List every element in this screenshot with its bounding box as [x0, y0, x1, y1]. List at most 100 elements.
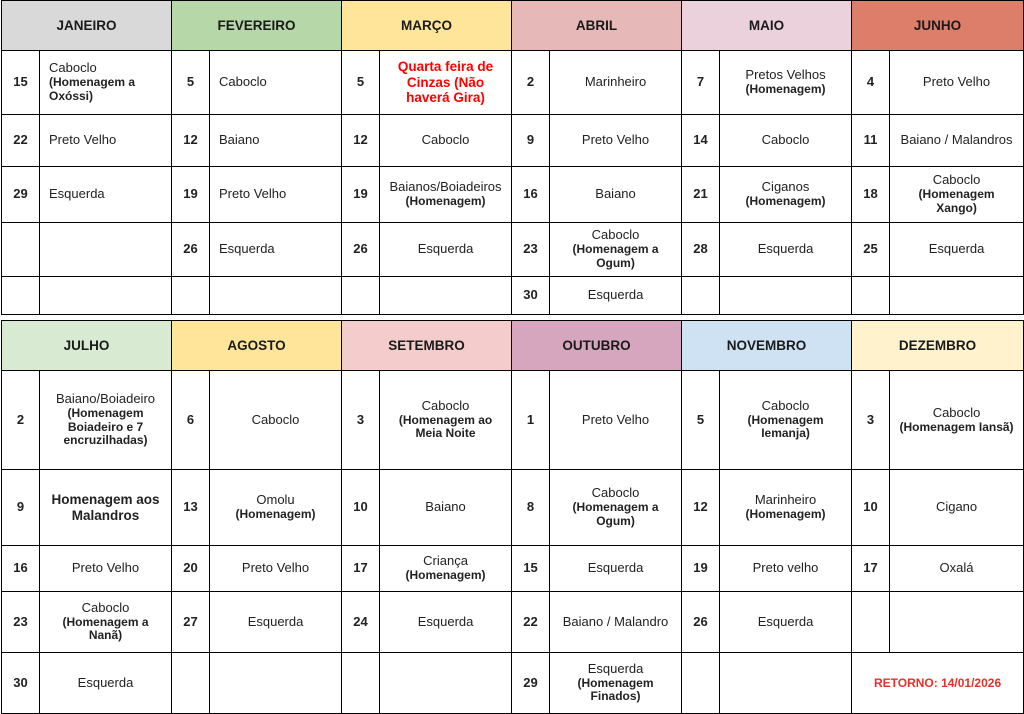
event-name: Baiano [595, 186, 636, 202]
event-cell: Esquerda [549, 276, 683, 315]
month-header: FEVEREIRO [171, 0, 343, 51]
day-number: 29 [1, 166, 40, 223]
day-number: 1 [511, 370, 551, 470]
day-number: 12 [341, 114, 381, 167]
event-note: encruzilhadas) [63, 433, 148, 448]
day-number [341, 652, 381, 714]
event-name: Esquerda [219, 241, 275, 257]
day-number: 3 [341, 370, 381, 470]
event-name: Pretos Velhos [745, 67, 826, 83]
day-number: 22 [511, 591, 551, 653]
event-name: Homenagem aos [51, 491, 160, 507]
event-cell: Esquerda [38, 166, 173, 223]
return-date-label: RETORNO: 14/01/2026 [873, 675, 1002, 690]
event-name: Caboclo [591, 485, 640, 501]
event-name: haverá Gira) [406, 90, 485, 106]
day-number: 17 [851, 545, 891, 592]
event-note: Ogum) [596, 513, 635, 528]
day-number: 5 [171, 50, 211, 115]
event-note: Iemanja) [761, 426, 810, 441]
day-number: 26 [171, 222, 211, 277]
day-number: 20 [171, 545, 211, 592]
event-cell: Baiano / Malandro [549, 591, 683, 653]
month-header: MARÇO [341, 0, 513, 51]
event-cell: Esquerda [549, 545, 683, 592]
month-header: OUTUBRO [511, 320, 683, 371]
event-name: Caboclo [932, 404, 981, 420]
event-name: Esquerda [587, 560, 644, 576]
event-name: Esquerda [587, 287, 644, 303]
event-cell: Criança(Homenagem) [379, 545, 513, 592]
day-number: 23 [511, 222, 551, 277]
event-cell: Baiano [379, 469, 513, 546]
calendar-row: 30 Esquerda [1, 276, 1024, 315]
event-cell: Marinheiro(Homenagem) [719, 469, 853, 546]
month-header: DEZEMBRO [851, 320, 1024, 371]
day-number: 10 [851, 469, 891, 546]
day-number: 21 [681, 166, 721, 223]
day-number: 26 [341, 222, 381, 277]
event-name: Cinzas (Não [406, 74, 485, 90]
return-date-cell: RETORNO: 14/01/2026 [851, 652, 1024, 714]
day-number: 5 [681, 370, 721, 470]
event-name: Preto Velho [581, 132, 650, 148]
event-name: Esquerda [49, 186, 105, 202]
day-number [681, 652, 721, 714]
event-cell: Caboclo [719, 114, 853, 167]
event-cell: Baiano / Malandros [889, 114, 1024, 167]
month-header: JANEIRO [0, 0, 173, 51]
event-cell: Omolu(Homenagem) [209, 469, 343, 546]
event-name: Caboclo [761, 397, 810, 413]
event-name: Preto Velho [219, 186, 287, 202]
event-cell: Baiano [549, 166, 683, 223]
event-note: (Homenagem) [745, 82, 826, 97]
day-number: 2 [511, 50, 551, 115]
event-cell [38, 222, 173, 277]
day-number: 7 [681, 50, 721, 115]
event-name: Quarta feira de [397, 59, 494, 75]
event-name: Baiano / Malandros [900, 132, 1013, 148]
day-number: 28 [681, 222, 721, 277]
event-name: Esquerda [587, 660, 644, 676]
day-number [341, 276, 381, 315]
event-cell: Esquerda [209, 222, 343, 277]
event-name: Caboclo [591, 227, 640, 243]
event-cell: Caboclo [209, 50, 343, 115]
event-cell: Preto Velho [549, 114, 683, 167]
day-number: 17 [341, 545, 381, 592]
day-number: 30 [511, 276, 551, 315]
event-cell: Ciganos(Homenagem) [719, 166, 853, 223]
event-name: Marinheiro [754, 492, 817, 508]
event-name: Caboclo [421, 132, 470, 148]
event-cell: Esquerda [209, 591, 343, 653]
event-cell: Preto Velho [889, 50, 1024, 115]
event-name: Malandros [71, 507, 140, 523]
day-number: 9 [511, 114, 551, 167]
event-note: (Homenagem a [49, 75, 136, 90]
day-number: 19 [171, 166, 211, 223]
event-name: Caboclo [932, 172, 981, 188]
event-cell [379, 652, 513, 714]
event-cell: Marinheiro [549, 50, 683, 115]
day-number [171, 652, 211, 714]
event-name: Preto Velho [49, 132, 117, 148]
event-note: (Homenagem a [572, 500, 659, 515]
day-number: 4 [851, 50, 891, 115]
event-cell: Preto Velho [209, 166, 343, 223]
day-number: 9 [1, 469, 40, 546]
event-note: (Homenagem a [62, 614, 149, 629]
event-name: Caboclo [421, 397, 470, 413]
